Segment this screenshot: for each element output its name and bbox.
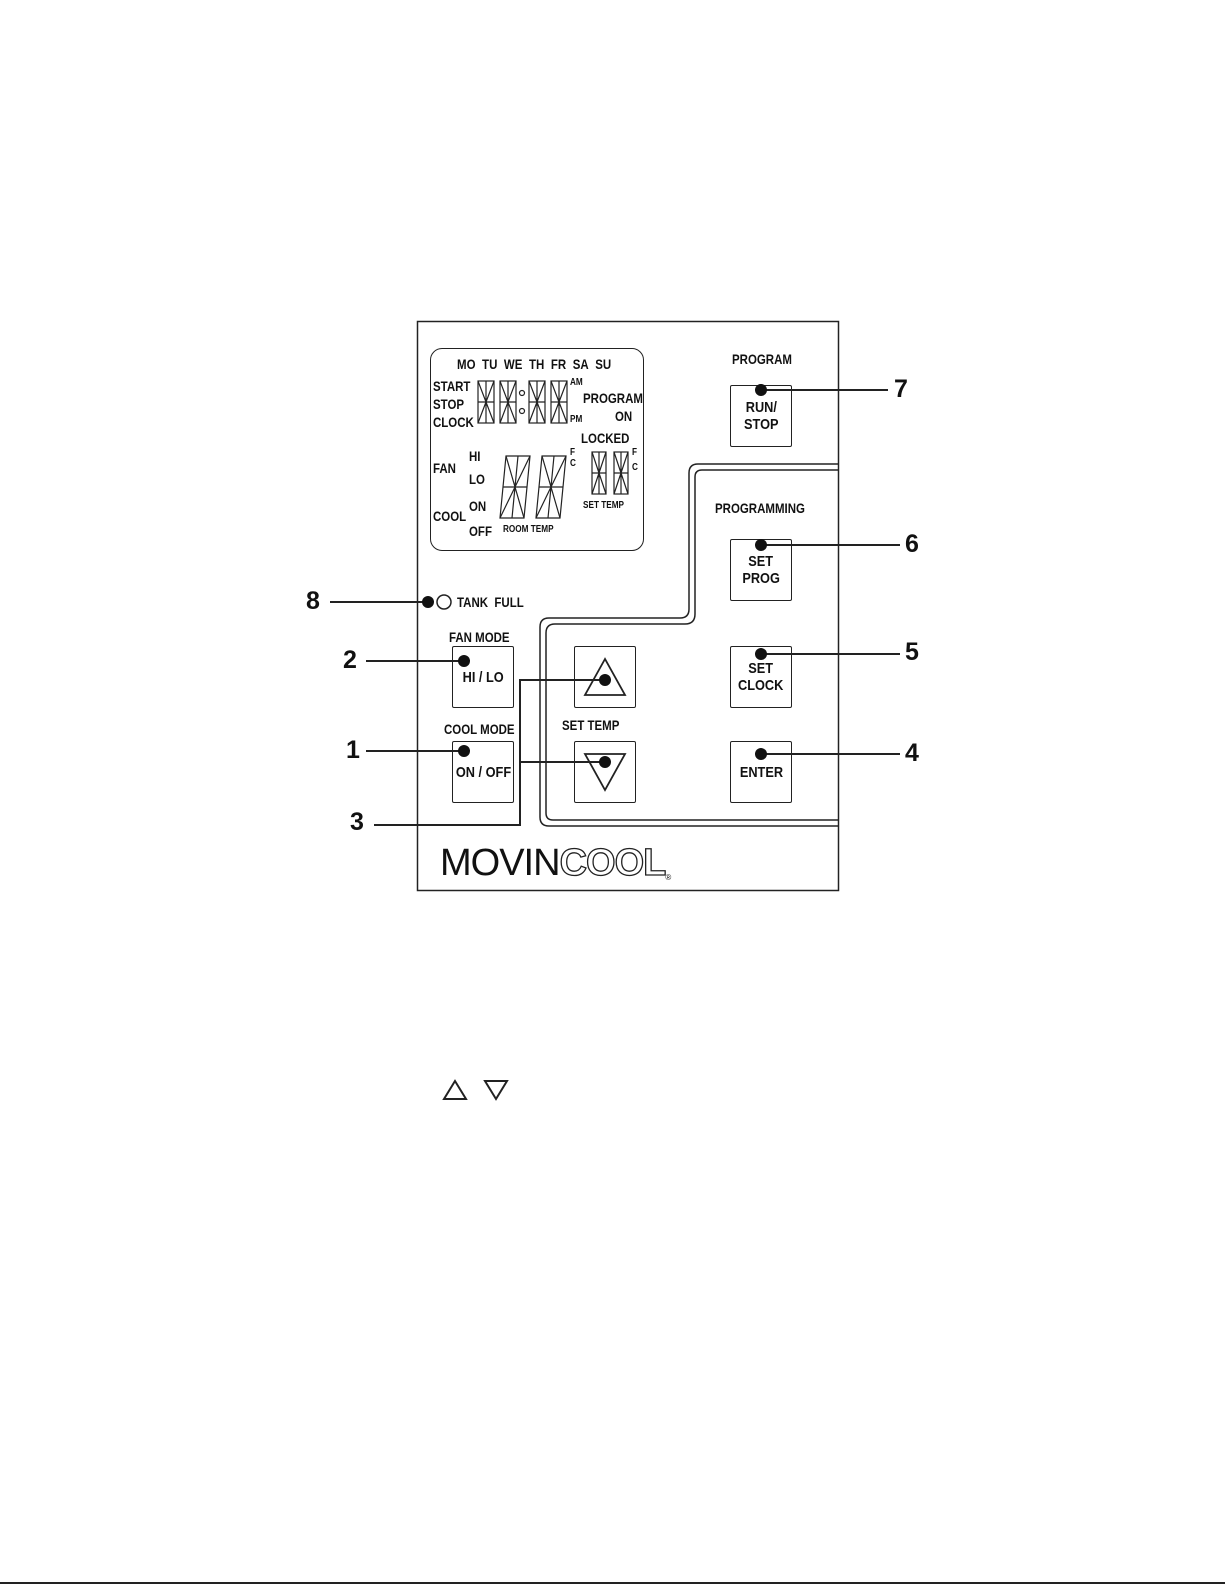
clock-digit-3 (529, 381, 545, 423)
room-temp-digit-1 (500, 456, 530, 518)
lcd-room-temp-label: ROOM TEMP (503, 525, 554, 535)
lcd-display: MO TU WE TH FR SA SU START STOP CLOCK AM PM PR… (430, 348, 644, 551)
callout-7: 7 (894, 377, 908, 402)
cool-onoff-button[interactable]: ON / OFF (452, 741, 514, 803)
tank-full-label: TANK FULL (457, 595, 524, 609)
lcd-on-label: ON (615, 409, 632, 423)
lcd-stop-label: STOP (433, 397, 464, 411)
run-stop-button[interactable]: RUN/ STOP (730, 385, 792, 447)
brand-part-2: COOL (560, 842, 666, 884)
day-we: WE (504, 356, 523, 372)
enter-button[interactable]: ENTER (730, 741, 792, 803)
lcd-locked-label: LOCKED (581, 431, 629, 445)
day-th: TH (529, 356, 544, 372)
fan-mode-label: FAN MODE (449, 630, 510, 644)
callout-6: 6 (905, 532, 919, 557)
callout-2: 2 (343, 648, 357, 673)
lcd-clock-label: CLOCK (433, 415, 474, 429)
lcd-cool-off: OFF (469, 524, 492, 538)
lcd-set-temp-label: SET TEMP (583, 501, 624, 511)
day-sa: SA (573, 356, 589, 372)
lcd-am-label: AM (570, 378, 583, 388)
lcd-program-label: PROGRAM (583, 391, 643, 405)
down-triangle-icon (485, 1081, 507, 1099)
clock-digit-2 (500, 381, 516, 423)
lcd-pm-label: PM (570, 415, 582, 425)
set-clock-button[interactable]: SET CLOCK (730, 646, 792, 708)
lcd-fan-label: FAN (433, 461, 456, 475)
lcd-fan-hi: HI (469, 449, 480, 463)
day-mo: MO (457, 356, 476, 372)
lcd-room-temp-unit-f: F (570, 448, 575, 458)
temp-up-button[interactable] (574, 646, 636, 708)
clock-digit-1 (478, 381, 494, 423)
brand-part-1: MOVIN (440, 842, 560, 884)
set-temp-label: SET TEMP (562, 718, 619, 732)
temp-down-button[interactable] (574, 741, 636, 803)
lcd-cool-label: COOL (433, 509, 466, 523)
down-arrow-icon (581, 748, 629, 796)
up-triangle-icon (444, 1081, 466, 1099)
callout-1: 1 (346, 738, 360, 763)
tank-full-led (437, 595, 451, 609)
room-temp-digit-2 (536, 456, 566, 518)
brand-mark: ® (665, 873, 671, 882)
lcd-set-temp-unit-f: F (632, 448, 637, 458)
up-arrow-icon (581, 653, 629, 701)
set-prog-button[interactable]: SET PROG (730, 539, 792, 601)
cool-mode-label: COOL MODE (444, 722, 515, 736)
callout-3: 3 (350, 810, 364, 835)
lcd-fan-lo: LO (469, 472, 485, 486)
clock-digit-4 (551, 381, 567, 423)
callout-8: 8 (306, 589, 320, 614)
day-tu: TU (482, 356, 497, 372)
lcd-start-label: START (433, 379, 470, 393)
brand-logo: MOVINCOOL® (440, 844, 671, 882)
callout-5: 5 (905, 640, 919, 665)
set-temp-digit-2 (614, 452, 628, 494)
day-fr: FR (551, 356, 566, 372)
program-section-label: PROGRAM (732, 352, 792, 366)
programming-section-label: PROGRAMMING (715, 501, 805, 515)
day-su: SU (595, 356, 611, 372)
set-temp-digit-1 (592, 452, 606, 494)
fan-hilo-button[interactable]: HI / LO (452, 646, 514, 708)
callout-4: 4 (905, 741, 919, 766)
lcd-set-temp-unit-c: C (632, 463, 638, 473)
page-bottom-rule (0, 1582, 1225, 1584)
lcd-room-temp-unit-c: C (570, 459, 576, 469)
lcd-cool-on: ON (469, 499, 486, 513)
